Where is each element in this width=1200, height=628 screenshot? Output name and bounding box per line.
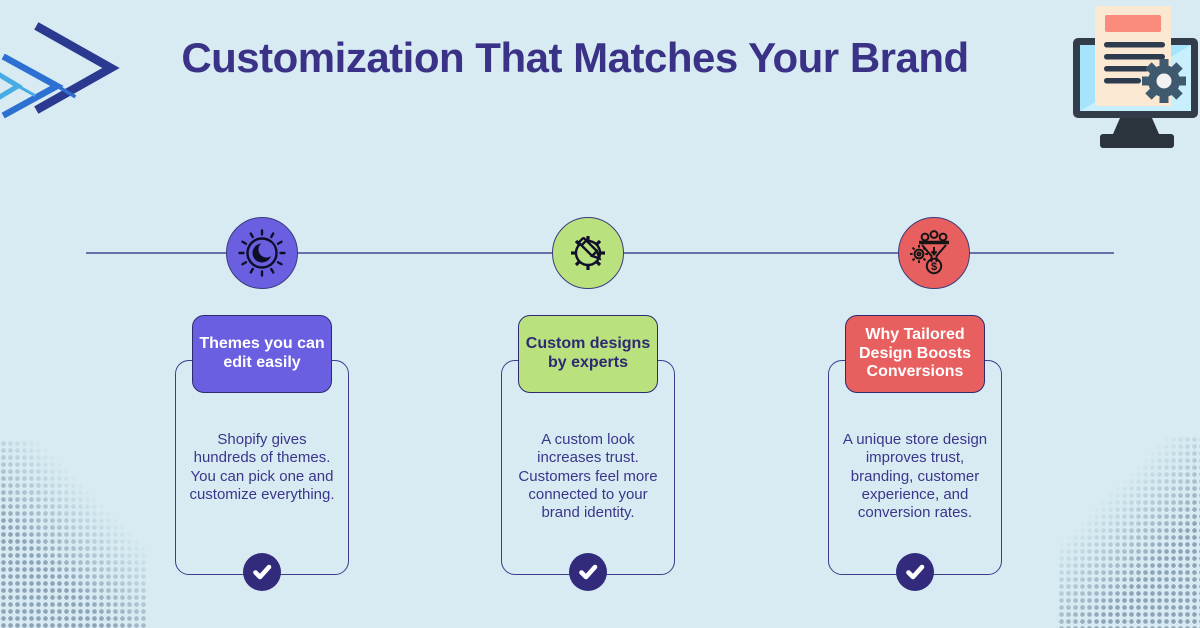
step-circle-conversions: $ [898,217,970,289]
conversion-funnel-icon: $ [910,230,949,275]
gear-pencil-icon [571,236,605,270]
check-circle [896,553,934,591]
body-text-themes: Shopify gives hundreds of themes. You ca… [189,431,335,503]
column-themes: Themes you can edit easily Shopify gives… [175,315,349,595]
column-custom-design: Custom designs by experts A custom look … [501,315,675,595]
step-circle-themes [226,217,298,289]
badge-custom-design: Custom designs by experts [518,315,658,393]
checkmark-icon [579,564,598,580]
gear-icon [1142,59,1186,103]
page-title: Customization That Matches Your Brand [181,34,969,81]
theme-day-night-icon [238,229,286,277]
halftone-dots-bottom-left [0,440,148,628]
svg-text:$: $ [931,261,937,273]
checkmark-icon [906,564,925,580]
body-text-conversions: A unique store design improves trust, br… [842,431,988,522]
column-conversions: Why Tailored Design Boosts Conversions A… [828,315,1002,595]
monitor-document-gear-illustration [1073,6,1198,148]
badge-themes: Themes you can edit easily [192,315,332,393]
check-circle [569,553,607,591]
body-text-custom-design: A custom look increases trust. Customers… [518,431,658,522]
step-circle-custom-design [552,217,624,289]
badge-conversions: Why Tailored Design Boosts Conversions [845,315,985,393]
triple-chevron-right-icon [0,22,120,119]
halftone-dots-bottom-right [1058,436,1200,628]
checkmark-icon [253,564,272,580]
check-circle [243,553,281,591]
mini-gear-icon [910,245,928,263]
